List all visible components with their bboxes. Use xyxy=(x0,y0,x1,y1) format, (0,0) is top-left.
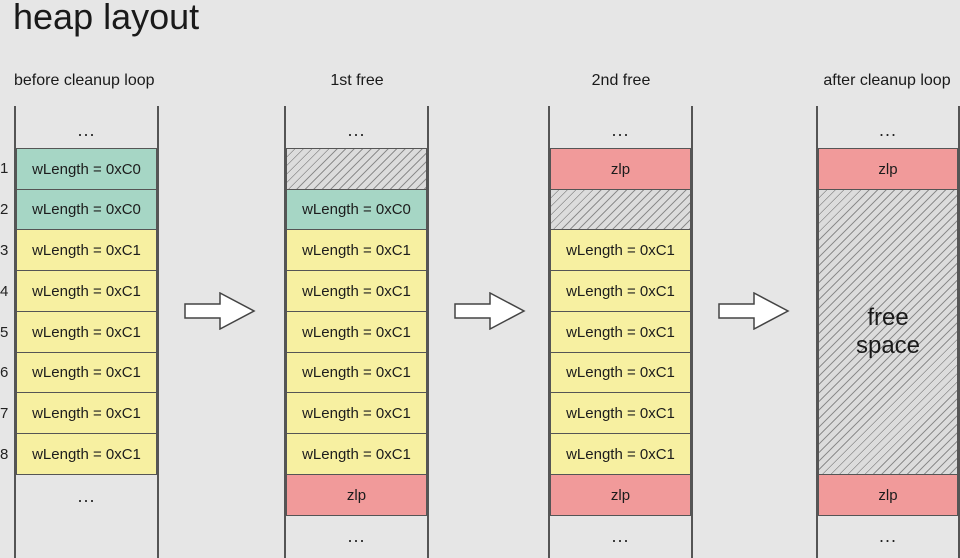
heap-rail-right xyxy=(427,106,429,558)
row-number-4: 4 xyxy=(0,283,9,300)
ellipsis-top: ... xyxy=(878,120,897,140)
row-number-3: 3 xyxy=(0,242,9,259)
row-number-7: 7 xyxy=(0,405,9,422)
heap-chunk: wLength = 0xC0 xyxy=(16,148,157,190)
zlp-chunk: zlp xyxy=(550,148,691,190)
ellipsis-bottom: ... xyxy=(611,526,630,546)
column-label-before: before cleanup loop xyxy=(14,72,155,89)
heap-chunk: wLength = 0xC1 xyxy=(16,352,157,393)
row-number-6: 6 xyxy=(0,364,9,381)
ellipsis-bottom: ... xyxy=(347,526,366,546)
heap-column-second-free: ... zlp wLength = 0xC1 wLength = 0xC1 wL… xyxy=(548,106,693,558)
heap-chunk: wLength = 0xC1 xyxy=(286,433,427,475)
row-number-2: 2 xyxy=(0,201,9,218)
heap-chunk: wLength = 0xC1 xyxy=(16,311,157,353)
heap-rail-left xyxy=(284,106,286,558)
heap-column-first-free: ... wLength = 0xC0 wLength = 0xC1 wLengt… xyxy=(284,106,429,558)
column-label-first-free: 1st free xyxy=(330,72,384,89)
zlp-chunk: zlp xyxy=(550,474,691,516)
heap-rail-left xyxy=(548,106,550,558)
heap-chunk: wLength = 0xC1 xyxy=(286,392,427,434)
ellipsis-top: ... xyxy=(611,120,630,140)
heap-rail-right xyxy=(691,106,693,558)
heap-chunk: wLength = 0xC1 xyxy=(286,229,427,271)
free-space-region: free space xyxy=(818,189,958,475)
ellipsis-top: ... xyxy=(77,120,96,140)
heap-rail-left xyxy=(14,106,16,558)
heap-chunk: wLength = 0xC1 xyxy=(286,352,427,393)
heap-chunk: wLength = 0xC0 xyxy=(16,189,157,230)
freed-chunk xyxy=(286,148,427,190)
free-space-label-line2: space xyxy=(855,332,921,359)
heap-chunk: wLength = 0xC1 xyxy=(550,311,691,353)
row-number-8: 8 xyxy=(0,446,9,463)
arrow-right-icon xyxy=(184,292,256,330)
heap-chunk: wLength = 0xC1 xyxy=(550,270,691,312)
page-title: heap layout xyxy=(13,0,200,37)
zlp-chunk: zlp xyxy=(818,474,958,516)
heap-chunk: wLength = 0xC0 xyxy=(286,189,427,230)
heap-column-after: ... zlp free space zlp ... xyxy=(816,106,960,558)
free-space-label-line1: free xyxy=(867,304,909,331)
column-label-after: after cleanup loop xyxy=(823,72,951,89)
heap-chunk: wLength = 0xC1 xyxy=(16,270,157,312)
heap-chunk: wLength = 0xC1 xyxy=(286,311,427,353)
heap-chunk: wLength = 0xC1 xyxy=(550,229,691,271)
heap-rail-right xyxy=(958,106,960,558)
heap-chunk: wLength = 0xC1 xyxy=(550,433,691,475)
zlp-chunk: zlp xyxy=(818,148,958,190)
heap-chunk: wLength = 0xC1 xyxy=(550,392,691,434)
heap-rail-left xyxy=(816,106,818,558)
heap-rail-right xyxy=(157,106,159,558)
ellipsis-bottom: ... xyxy=(878,526,897,546)
arrow-right-icon xyxy=(454,292,526,330)
row-number-1: 1 xyxy=(0,160,9,177)
freed-chunk xyxy=(550,189,691,230)
heap-chunk: wLength = 0xC1 xyxy=(16,229,157,271)
heap-chunk: wLength = 0xC1 xyxy=(16,392,157,434)
heap-chunk: wLength = 0xC1 xyxy=(286,270,427,312)
heap-chunk: wLength = 0xC1 xyxy=(16,433,157,475)
arrow-right-icon xyxy=(718,292,790,330)
heap-column-before: ... wLength = 0xC0 wLength = 0xC0 wLengt… xyxy=(14,106,159,558)
ellipsis-bottom: ... xyxy=(77,486,96,506)
row-number-5: 5 xyxy=(0,324,9,341)
column-label-second-free: 2nd free xyxy=(591,72,651,89)
zlp-chunk: zlp xyxy=(286,474,427,516)
ellipsis-top: ... xyxy=(347,120,366,140)
heap-chunk: wLength = 0xC1 xyxy=(550,352,691,393)
